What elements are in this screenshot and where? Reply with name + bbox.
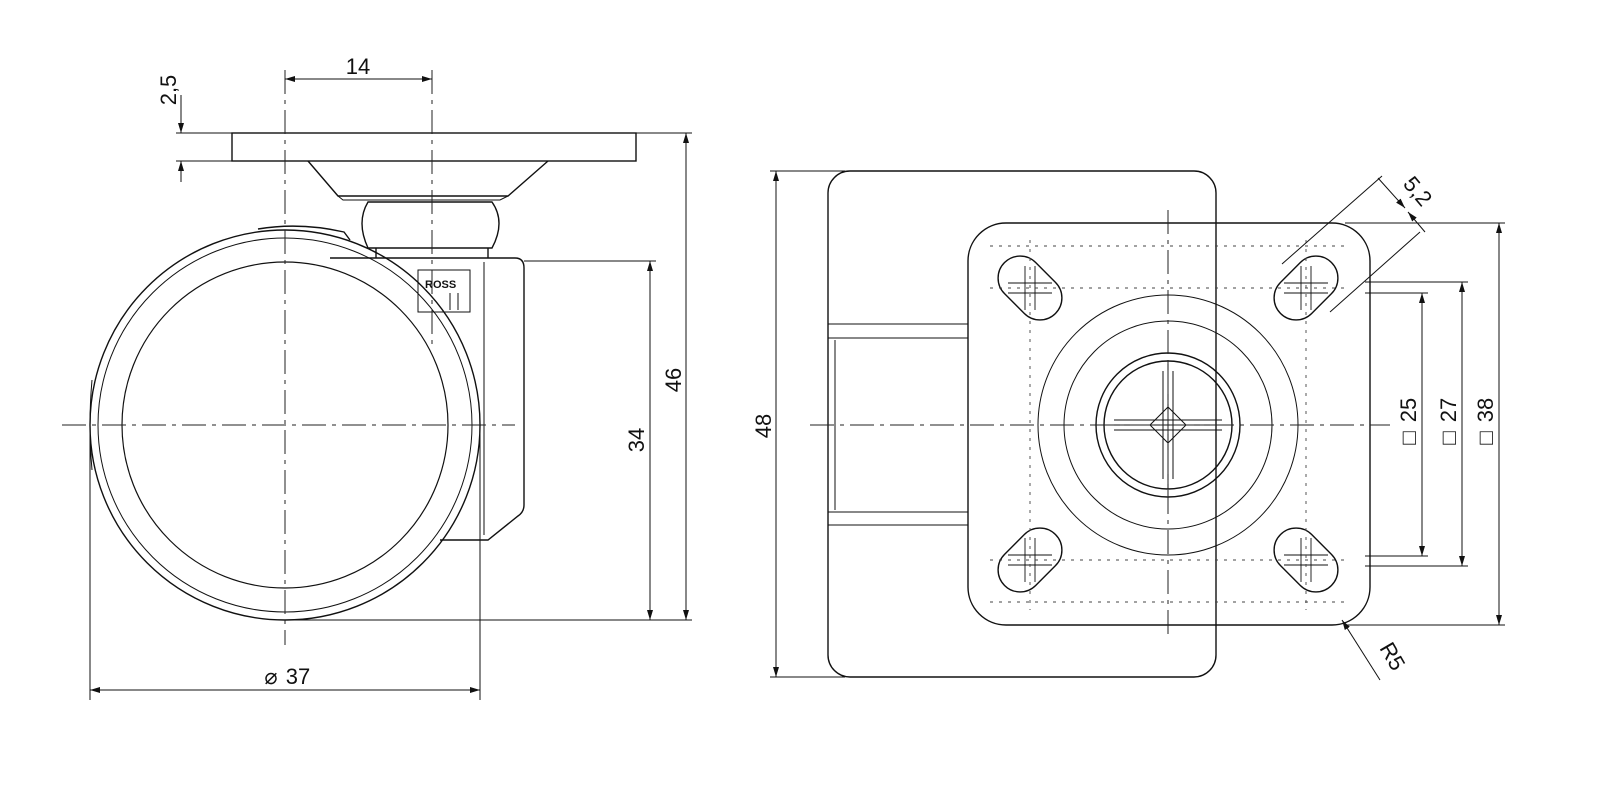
dim-wheel-diameter-label: 37 xyxy=(286,664,310,689)
plate-boss xyxy=(307,160,549,197)
diameter-symbol: ⌀ xyxy=(264,664,277,689)
dim-stem-height-label: 34 xyxy=(624,428,649,452)
top-construction-lines xyxy=(990,240,1350,610)
dim-square-38-label: 38 xyxy=(1473,398,1498,422)
dim-plate-thickness-label: 2,5 xyxy=(156,75,181,106)
plate-boss-inner xyxy=(337,195,509,201)
dim-square-25-label: 25 xyxy=(1396,398,1421,422)
swivel-neck xyxy=(361,201,500,249)
mount-hole-tr xyxy=(1273,255,1339,321)
dim-square-27-label: 27 xyxy=(1436,398,1461,422)
square-symbol-38: □ xyxy=(1473,431,1498,444)
wheel-outline-top xyxy=(827,170,1217,678)
top-centerlines xyxy=(810,210,1390,640)
square-symbol-27: □ xyxy=(1436,431,1461,444)
top-plate xyxy=(967,222,1371,626)
dim-total-height-label: 46 xyxy=(661,368,686,392)
side-view: ROSS xyxy=(89,132,637,621)
side-dimensions xyxy=(89,76,692,700)
top-dimensions xyxy=(770,170,1505,681)
dim-offset-label: 14 xyxy=(346,54,370,79)
top-view xyxy=(827,170,1371,678)
dim-corner-radius-label: R5 xyxy=(1375,638,1411,675)
dim-width-label: 48 xyxy=(751,414,776,438)
square-symbol-25: □ xyxy=(1396,431,1421,444)
brand-mark: ROSS xyxy=(425,279,456,291)
fork-top-hood xyxy=(257,225,351,241)
fork-housing xyxy=(330,257,525,541)
dim-hole-diameter-label: 5,2 xyxy=(1398,171,1437,211)
side-centerlines xyxy=(62,70,515,645)
mounting-plate xyxy=(231,132,637,162)
